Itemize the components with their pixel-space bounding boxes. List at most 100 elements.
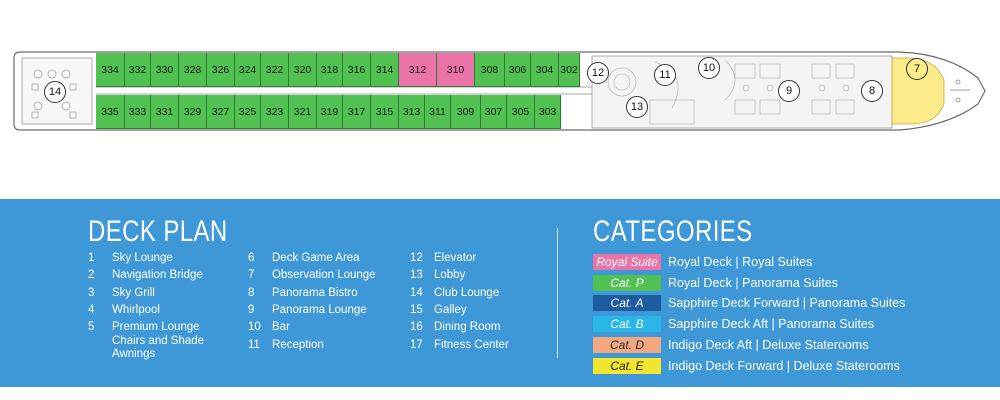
cabin-304[interactable]: 304 bbox=[531, 53, 559, 87]
category-label: Sapphire Deck Forward | Panorama Suites bbox=[668, 296, 906, 311]
deck-plan-item-name: Panorama Lounge bbox=[272, 303, 367, 316]
cabin-329[interactable]: 329 bbox=[179, 95, 207, 129]
area-marker-12[interactable]: 12 bbox=[587, 62, 609, 84]
category-badge: Royal Suite bbox=[593, 254, 661, 270]
deck-plan-item-number: 13 bbox=[410, 269, 423, 282]
deck-plan-item-7: 7 Observation Lounge bbox=[248, 269, 398, 313]
cabin-334[interactable]: 334 bbox=[96, 53, 125, 87]
deck-plan-item-number: 15 bbox=[410, 303, 423, 316]
area-marker-14[interactable]: 14 bbox=[44, 81, 66, 103]
cabin-322[interactable]: 322 bbox=[261, 53, 289, 87]
deck-plan-item-name: Lobby bbox=[434, 269, 466, 282]
cabin-318[interactable]: 318 bbox=[317, 53, 343, 87]
cabin-321[interactable]: 321 bbox=[289, 95, 317, 129]
area-marker-10[interactable]: 10 bbox=[698, 57, 720, 79]
deck-plan-item-number: 3 bbox=[88, 286, 95, 299]
cabin-330[interactable]: 330 bbox=[151, 53, 179, 87]
cabin-302[interactable]: 302 bbox=[559, 53, 580, 87]
deck-plan-item-number: 2 bbox=[88, 269, 95, 282]
deck-plan-item-name: Galley bbox=[434, 303, 467, 316]
deck-plan-item-number: 10 bbox=[248, 321, 261, 334]
deck-plan-item-14: 14 Club Lounge bbox=[410, 287, 560, 331]
category-row: Cat. B Sapphire Deck Aft | Panorama Suite… bbox=[593, 316, 973, 333]
cabin-323[interactable]: 323 bbox=[261, 95, 289, 129]
cabin-335[interactable]: 335 bbox=[96, 95, 125, 129]
deck-plan-item-8: 8 Panorama Bistro bbox=[248, 287, 398, 331]
deck-plan-item-name: Elevator bbox=[434, 252, 477, 264]
cabin-303[interactable]: 303 bbox=[535, 95, 561, 129]
deck-plan-item-number: 14 bbox=[410, 286, 423, 299]
deck-plan-item-5: 5 Premium Lounge Chairs and Shade Awnings bbox=[88, 321, 238, 365]
cabin-310[interactable]: 310 bbox=[437, 53, 475, 87]
deck-plan-item-name: Premium Lounge Chairs and Shade Awnings bbox=[112, 321, 205, 361]
cabin-307[interactable]: 307 bbox=[481, 95, 507, 129]
category-row: Cat. D Indigo Deck Aft | Deluxe Stateroom… bbox=[593, 336, 973, 353]
deck-plan-item-number: 6 bbox=[248, 252, 255, 264]
deck-plan-item-number: 12 bbox=[410, 252, 423, 264]
cabin-309[interactable]: 309 bbox=[451, 95, 481, 129]
area-marker-7[interactable]: 7 bbox=[906, 58, 928, 80]
deck-plan-item-number: 7 bbox=[248, 269, 255, 282]
cabin-314[interactable]: 314 bbox=[371, 53, 399, 87]
cabin-326[interactable]: 326 bbox=[207, 53, 235, 87]
deck-plan-item-number: 16 bbox=[410, 321, 423, 334]
category-row: Royal Suite Royal Deck | Royal Suites bbox=[593, 254, 973, 270]
category-label: Sapphire Deck Aft | Panorama Suites bbox=[668, 317, 875, 332]
cabin-332[interactable]: 332 bbox=[125, 53, 151, 87]
category-row: Cat. E Indigo Deck Forward | Deluxe State… bbox=[593, 357, 973, 374]
category-badge: Cat. D bbox=[593, 336, 661, 353]
category-label: Royal Deck | Royal Suites bbox=[668, 255, 813, 269]
deck-plan-item-number: 8 bbox=[248, 286, 255, 299]
category-label: Royal Deck | Panorama Suites bbox=[668, 275, 838, 290]
category-label: Indigo Deck Aft | Deluxe Staterooms bbox=[668, 337, 869, 352]
deck-plan-title: DECK PLAN bbox=[88, 215, 228, 248]
cabin-324[interactable]: 324 bbox=[235, 53, 261, 87]
area-marker-9[interactable]: 9 bbox=[778, 80, 800, 102]
deck-plan-item-number: 1 bbox=[88, 252, 95, 264]
deck-plan-item-name: Reception bbox=[272, 338, 324, 351]
deck-plan-item-name: Club Lounge bbox=[434, 286, 500, 299]
cabin-315[interactable]: 315 bbox=[371, 95, 399, 129]
cabin-327[interactable]: 327 bbox=[207, 95, 235, 129]
cabin-319[interactable]: 319 bbox=[317, 95, 343, 129]
cabin-305[interactable]: 305 bbox=[507, 95, 535, 129]
category-label: Indigo Deck Forward | Deluxe Staterooms bbox=[668, 358, 900, 373]
deck-plan-item-name: Fitness Center bbox=[434, 338, 509, 351]
cabin-331[interactable]: 331 bbox=[151, 95, 179, 129]
deck-plan-item-name: Navigation Bridge bbox=[112, 269, 203, 282]
deck-plan-item-name: Whirlpool bbox=[112, 303, 160, 316]
area-marker-8[interactable]: 8 bbox=[861, 80, 883, 102]
cabin-320[interactable]: 320 bbox=[289, 53, 317, 87]
deck-plan-item-6: 6 Deck Game Area bbox=[248, 252, 398, 296]
cabin-308[interactable]: 308 bbox=[475, 53, 505, 87]
deck-plan-item-name: Observation Lounge bbox=[272, 269, 376, 282]
category-row: Cat. A Sapphire Deck Forward | Panorama S… bbox=[593, 295, 973, 312]
cabin-313[interactable]: 313 bbox=[399, 95, 425, 129]
cabin-316[interactable]: 316 bbox=[343, 53, 371, 87]
area-marker-11[interactable]: 11 bbox=[654, 64, 676, 86]
area-marker-13[interactable]: 13 bbox=[626, 96, 648, 118]
deck-plan-item-name: Sky Grill bbox=[112, 286, 155, 299]
deck-plan-item-13: 13 Lobby bbox=[410, 269, 560, 313]
deck-plan-item-15: 15 Galley bbox=[410, 304, 560, 348]
cabin-317[interactable]: 317 bbox=[343, 95, 371, 129]
cabin-333[interactable]: 333 bbox=[125, 95, 151, 129]
cabin-306[interactable]: 306 bbox=[505, 53, 531, 87]
deck-plan-item-name: Bar bbox=[272, 321, 290, 334]
category-badge: Cat. B bbox=[593, 316, 661, 333]
category-badge: Cat. E bbox=[593, 357, 661, 374]
cabin-328[interactable]: 328 bbox=[179, 53, 207, 87]
cabin-312[interactable]: 312 bbox=[399, 53, 437, 87]
deck-plan-item-name: Deck Game Area bbox=[272, 252, 360, 264]
category-badge: Cat. A bbox=[593, 295, 661, 312]
deck-plan-item-name: Sky Lounge bbox=[112, 252, 173, 264]
deck-plan-item-number: 5 bbox=[88, 321, 95, 334]
deck-plan-item-2: 2 Navigation Bridge bbox=[88, 269, 238, 313]
cabin-325[interactable]: 325 bbox=[235, 95, 261, 129]
cabin-311[interactable]: 311 bbox=[425, 95, 451, 129]
deck-plan-item-name: Panorama Bistro bbox=[272, 286, 358, 299]
